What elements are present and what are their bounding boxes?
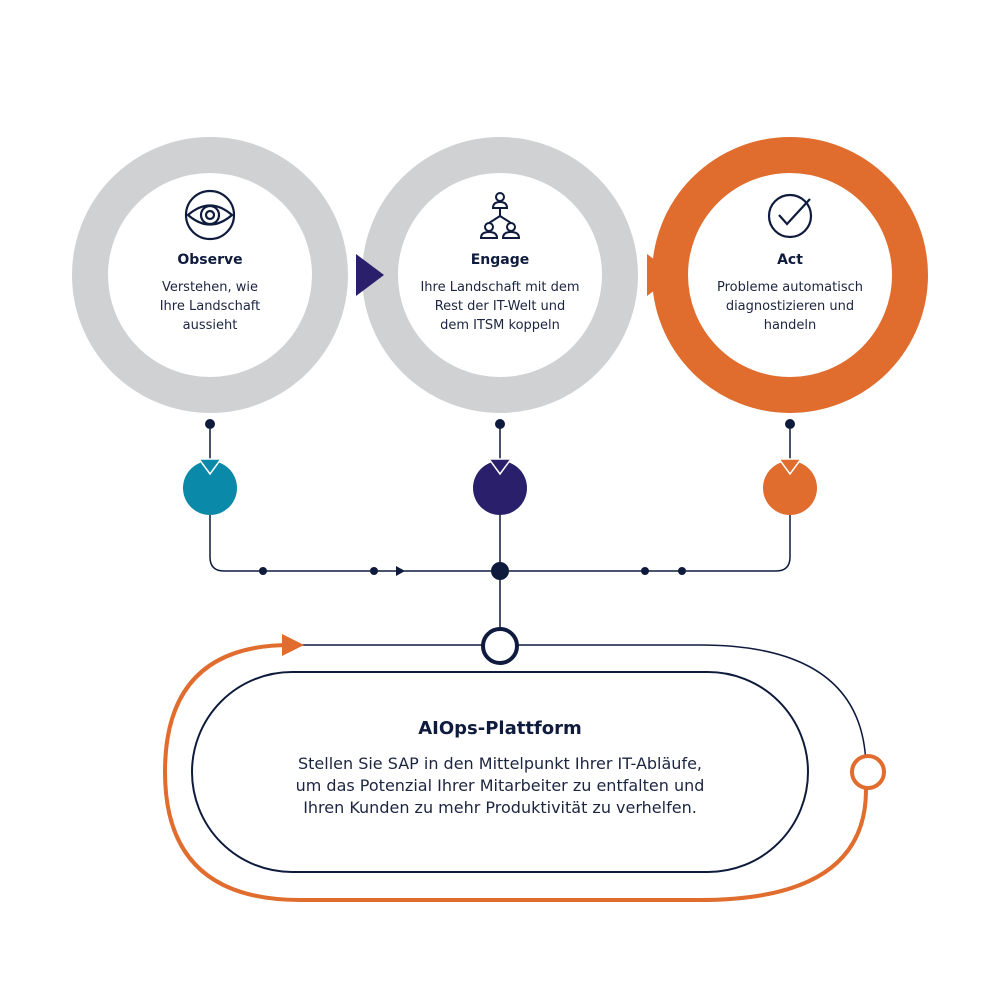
step-description: Ihre Landschaft mit dem Rest der IT-Welt… (390, 278, 610, 335)
step-description: Probleme automatisch diagnostizieren und… (680, 278, 900, 335)
description-line: Ihren Kunden zu mehr Produktivität zu ve… (303, 798, 697, 817)
connector-dot (495, 419, 505, 429)
engage-node-arrow (487, 458, 513, 476)
step-engage: Engage Ihre Landschaft mit dem Rest der … (390, 252, 610, 335)
line-dot (678, 567, 686, 575)
observe-ring (72, 137, 348, 413)
description-line: dem ITSM koppeln (440, 318, 560, 333)
description-line: Ihre Landschaft (159, 299, 261, 314)
step-title: Observe (177, 252, 243, 268)
junction-dot (491, 562, 509, 580)
connector-dot (785, 419, 795, 429)
description-line: Verstehen, wie (161, 280, 259, 295)
step-observe: Observe Verstehen, wie Ihre Landschaft a… (110, 252, 310, 335)
loop-node-right (850, 754, 886, 790)
step-description: Verstehen, wie Ihre Landschaft aussieht (110, 278, 310, 335)
platform-top-node (481, 627, 519, 665)
line-arrow (396, 566, 405, 576)
platform-pill (191, 671, 809, 873)
outer-loop-arrow (282, 634, 304, 656)
platform-description: Stellen Sie SAP in den Mittelpunkt Ihrer… (230, 753, 770, 819)
platform-title: AIOps-Plattform (418, 718, 582, 739)
arrow-engage-act (647, 254, 675, 296)
description-line: Probleme automatisch (716, 280, 864, 295)
description-line: diagnostizieren und (725, 299, 855, 314)
step-title: Act (777, 252, 803, 268)
act-node (763, 461, 817, 515)
description-line: handeln (763, 318, 817, 333)
observe-node-arrow (197, 458, 223, 476)
step-title: Engage (470, 252, 530, 268)
description-line: Rest der IT-Welt und (434, 299, 566, 314)
description-line: um das Potenzial Ihrer Mitarbeiter zu en… (295, 776, 705, 795)
description-line: Stellen Sie SAP in den Mittelpunkt Ihrer… (297, 754, 703, 773)
description-line: aussieht (182, 318, 238, 333)
platform-content: AIOps-Plattform Stellen Sie SAP in den M… (230, 718, 770, 819)
engage-node (473, 461, 527, 515)
step-act: Act Probleme automatisch diagnostizieren… (680, 252, 900, 335)
connector-dot (205, 419, 215, 429)
arrow-observe-engage (356, 254, 384, 296)
act-node-arrow (777, 458, 803, 476)
observe-node (183, 461, 237, 515)
line-dot (641, 567, 649, 575)
people-network-icon (479, 192, 521, 239)
checkmark-icon (767, 193, 813, 239)
outer-loop-orange (162, 643, 868, 902)
outer-loop-navy (300, 644, 867, 771)
connector-lines (209, 424, 791, 630)
line-dot (259, 567, 267, 575)
eye-icon (184, 189, 236, 241)
description-line: Ihre Landschaft mit dem (420, 280, 580, 295)
line-dot (370, 567, 378, 575)
